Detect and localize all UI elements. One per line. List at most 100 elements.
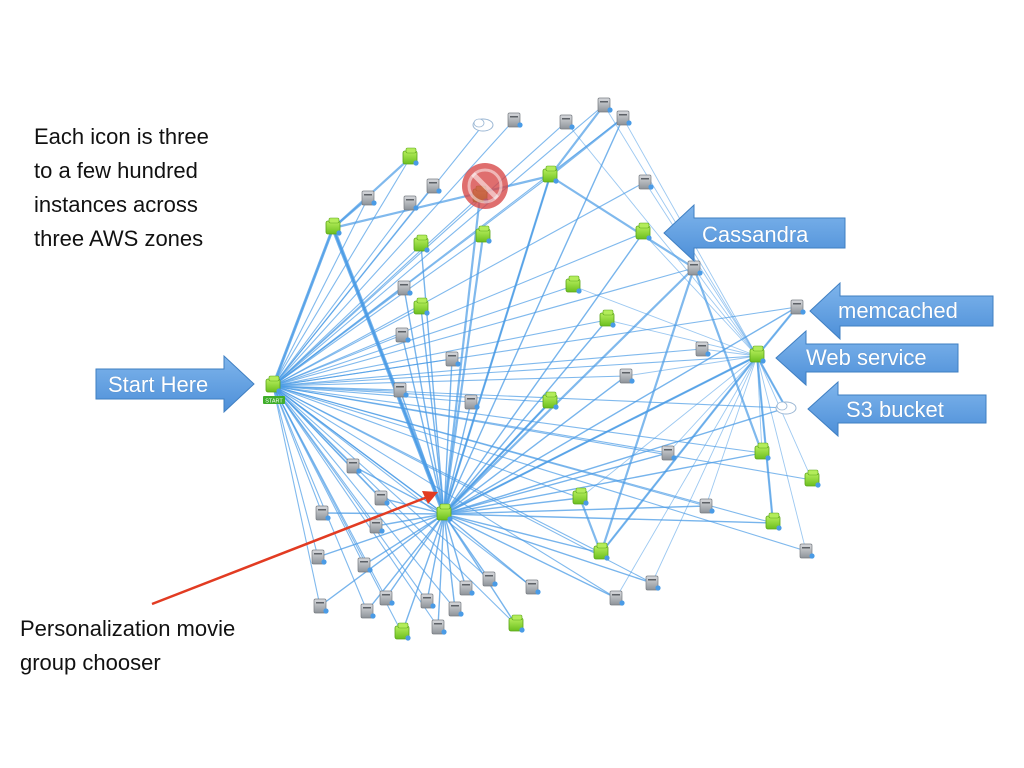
dependency-edge	[272, 385, 368, 612]
green-service-cube-icon	[572, 487, 589, 506]
green-service-cube-icon	[402, 147, 419, 166]
dependency-edge	[756, 355, 813, 481]
dependency-edge	[443, 452, 669, 515]
dependency-edge	[272, 385, 319, 558]
dependency-edge	[443, 319, 608, 515]
dependency-edge	[272, 385, 669, 454]
gray-server-icon	[369, 518, 385, 534]
gray-server-icon	[395, 327, 411, 343]
dependency-edge	[572, 285, 758, 357]
dependency-edge	[625, 355, 758, 377]
edges	[271, 104, 813, 634]
dependency-edge	[443, 306, 798, 515]
dependency-edge	[443, 407, 787, 515]
green-service-cube-icon	[565, 275, 582, 294]
gray-server-icon	[790, 299, 806, 315]
dependency-edge	[443, 513, 533, 588]
cassandra-label: Cassandra	[702, 222, 809, 247]
dependency-edge	[272, 117, 624, 387]
gray-server-icon	[699, 498, 715, 514]
personalization-note: Personalization movie group chooser	[20, 616, 236, 675]
dependency-edge	[272, 355, 758, 387]
dependency-edge	[272, 385, 445, 515]
gray-server-icon	[431, 619, 447, 635]
gray-server-icon	[315, 505, 331, 521]
dependency-edge	[272, 385, 472, 403]
dependency-edge	[420, 307, 445, 515]
dependency-edge	[401, 334, 445, 515]
dependency-edge	[272, 385, 490, 580]
dependency-edge	[403, 287, 445, 515]
green-service-cube-icon	[436, 503, 453, 522]
dependency-edge	[272, 232, 644, 387]
s3-bucket-label: S3 bucket	[846, 397, 944, 422]
dependency-edge	[272, 157, 411, 387]
dependency-edge	[317, 513, 445, 558]
dependency-edge	[272, 385, 551, 403]
cloud-bucket-icon	[472, 118, 494, 132]
dependency-edge	[272, 385, 707, 507]
gray-server-icon	[507, 112, 523, 128]
dependency-edge	[272, 287, 405, 387]
gray-server-icon	[695, 341, 711, 357]
start-badge-label: START	[265, 399, 283, 405]
green-service-cube-icon	[599, 309, 616, 328]
green-service-cube-icon	[593, 542, 610, 561]
dependency-edge	[549, 175, 695, 269]
dependency-edge	[272, 385, 323, 514]
green-service-cube-icon	[413, 234, 430, 253]
dependency-edge	[442, 175, 552, 515]
dependency-edge	[272, 121, 567, 387]
green-service-cube-icon	[635, 222, 652, 241]
dependency-edge	[756, 355, 787, 409]
dependency-edge	[443, 505, 707, 515]
gray-server-icon	[313, 598, 329, 614]
dependency-edge	[272, 385, 439, 628]
dependency-edge	[437, 513, 445, 628]
nodes	[265, 97, 821, 641]
dependency-edge	[443, 452, 763, 515]
dependency-edge	[443, 358, 453, 515]
dependency-edge	[756, 306, 798, 357]
dependency-edge	[443, 355, 758, 515]
dependency-edge	[426, 513, 445, 602]
dependency-edge	[380, 497, 445, 515]
gray-server-icon	[361, 190, 377, 206]
dependency-edge	[272, 124, 484, 387]
icon-scale-note: Each icon is three to a few hundred inst…	[34, 124, 209, 251]
gray-server-icon	[459, 580, 475, 596]
gray-server-icon	[619, 368, 635, 384]
dependency-edge	[443, 513, 456, 610]
dependency-edge	[401, 513, 445, 634]
dependency-edge	[600, 355, 758, 554]
dependency-edge	[443, 513, 490, 580]
dependency-edge	[272, 334, 403, 387]
dependency-edge	[443, 267, 695, 515]
dependency-edge	[272, 385, 428, 602]
green-service-cube-icon	[413, 297, 430, 316]
dependency-edge	[272, 235, 484, 387]
dependency-edge	[272, 319, 608, 387]
dependency-edge	[693, 267, 758, 357]
green-service-cube-icon	[325, 217, 342, 236]
pointer-arrow	[151, 491, 438, 606]
dependency-edge	[375, 513, 445, 527]
dependency-edge	[272, 285, 574, 387]
dependency-edge	[615, 355, 758, 599]
gray-server-icon	[403, 195, 419, 211]
dependency-edge	[272, 348, 703, 387]
green-service-cube-icon	[394, 622, 411, 641]
gray-server-icon	[448, 601, 464, 617]
gray-server-icon	[525, 579, 541, 595]
dependency-edge	[667, 355, 758, 454]
dependency-edge	[272, 385, 365, 566]
cloud-bucket-icon	[775, 401, 797, 415]
dependency-edge	[705, 355, 758, 507]
gray-server-icon	[379, 590, 395, 606]
dependency-edge	[331, 227, 446, 515]
dependency-edge	[756, 355, 807, 552]
green-service-cube-icon	[542, 391, 559, 410]
gray-server-icon	[445, 351, 461, 367]
dependency-edge	[319, 513, 445, 607]
